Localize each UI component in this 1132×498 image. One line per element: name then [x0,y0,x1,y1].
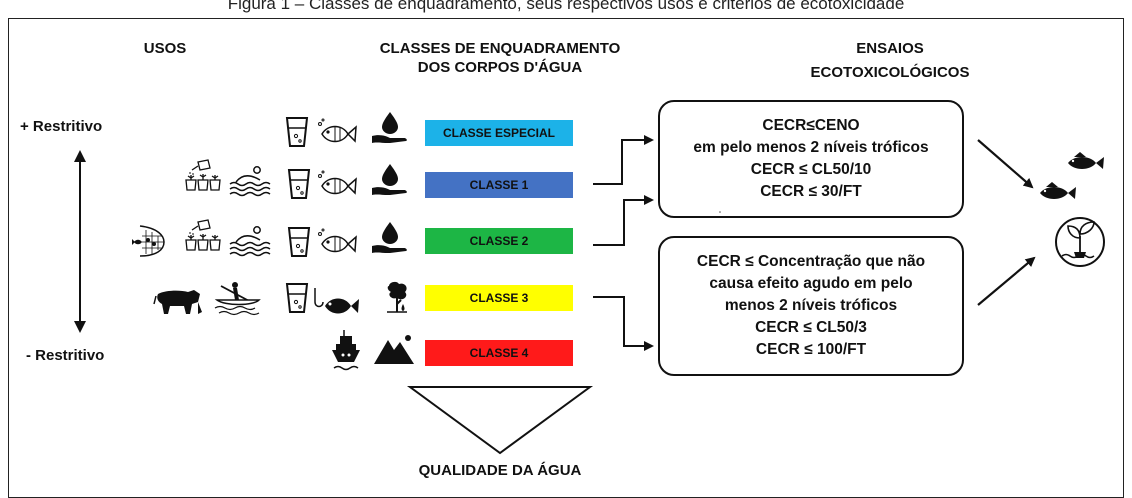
criteria-top-line2: em pelo menos 2 níveis tróficos [693,139,929,156]
criteria-bottom-line1: CECR ≤ Concentração que não [696,253,926,270]
criteria-bottom-line2: causa efeito agudo em pelo [709,275,913,292]
criteria-top-line1: CECR≤CENO [762,117,860,134]
criteria-box-acute: CECR ≤ Concentração que não causa efeito… [658,236,964,376]
criteria-bottom-line3: menos 2 níveis tróficos [724,297,898,314]
less-restrictive-label: - Restritivo [26,347,105,364]
class-bar-2: CLASSE 2 [425,228,573,254]
figure-caption: Figura 1 – Classes de enquadramento, seu… [227,0,905,13]
class-bar-especial: CLASSE ESPECIAL [425,120,573,146]
classes-header-line2: DOS CORPOS D'ÁGUA [417,59,583,76]
water-quality-label: QUALIDADE DA ÁGUA [418,462,582,479]
criteria-bottom-line4: CECR ≤ CL50/3 [755,319,867,336]
class-bar-1: CLASSE 1 [425,172,573,198]
criteria-top-line4: CECR ≤ 30/FT [760,183,862,200]
classes-header-line1: CLASSES DE ENQUADRAMENTO [379,40,621,57]
ensaios-header-line2: ECOTOXICOLÓGICOS [810,64,970,81]
class-bar-3: CLASSE 3 [425,285,573,311]
criteria-box-acute-chronic: CECR≤CENO em pelo menos 2 níveis trófico… [658,100,964,218]
more-restrictive-label: + Restritivo [20,118,103,135]
class-bar-4: CLASSE 4 [425,340,573,366]
ensaios-header-line1: ENSAIOS [856,40,924,57]
criteria-top-line3: CECR ≤ CL50/10 [750,161,872,178]
criteria-bottom-line5: CECR ≤ 100/FT [755,341,867,358]
usos-header: USOS [143,40,187,57]
